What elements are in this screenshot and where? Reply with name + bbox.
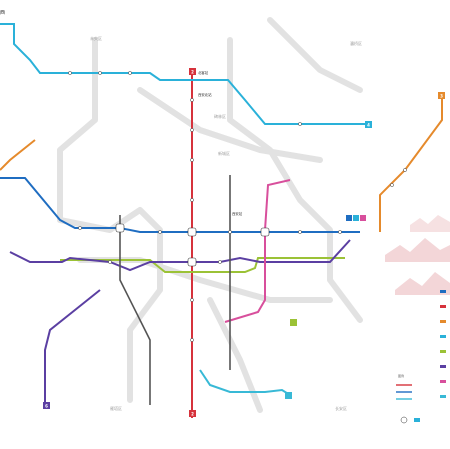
- badge-line-3: 3: [440, 94, 443, 99]
- district-label-3: 雁塔区: [110, 405, 122, 411]
- legend-title: 图例: [398, 373, 404, 378]
- district-label-1: 未央区: [90, 35, 102, 41]
- badge-line-4: 4: [367, 123, 370, 128]
- line-6: [9, 239, 351, 272]
- district-label-5: 碑林区: [214, 113, 226, 119]
- line-9: [224, 179, 291, 323]
- line-3-west: [0, 139, 36, 171]
- line-gray: [119, 215, 151, 405]
- badge-line-6: 6: [45, 404, 48, 409]
- badge-line-2-north: 2: [191, 70, 194, 75]
- line-14: [199, 369, 291, 396]
- line-3: [379, 95, 443, 232]
- district-label-2: 灞桥区: [350, 40, 362, 46]
- station-xian: 西安站: [232, 211, 243, 216]
- station-xian-north: 西安北站: [198, 92, 212, 97]
- line-6-south: [44, 289, 101, 405]
- line-1: [0, 177, 360, 233]
- interchange-icons: [115, 223, 270, 267]
- district-background: [57, 17, 363, 413]
- line-badges: 2 2 6 3 4: [43, 68, 445, 417]
- map-title-fragment: 西: [0, 10, 5, 16]
- station-beike: 北客站: [198, 70, 209, 75]
- district-label-4: 长安区: [335, 405, 347, 411]
- line-5: [60, 257, 345, 273]
- station-dots: [68, 71, 407, 342]
- legend: 图例: [396, 290, 446, 424]
- badge-line-2-south: 2: [191, 412, 194, 417]
- line-4: [0, 23, 368, 125]
- mountain-decoration: [385, 215, 450, 295]
- district-label-6: 新城区: [218, 150, 230, 156]
